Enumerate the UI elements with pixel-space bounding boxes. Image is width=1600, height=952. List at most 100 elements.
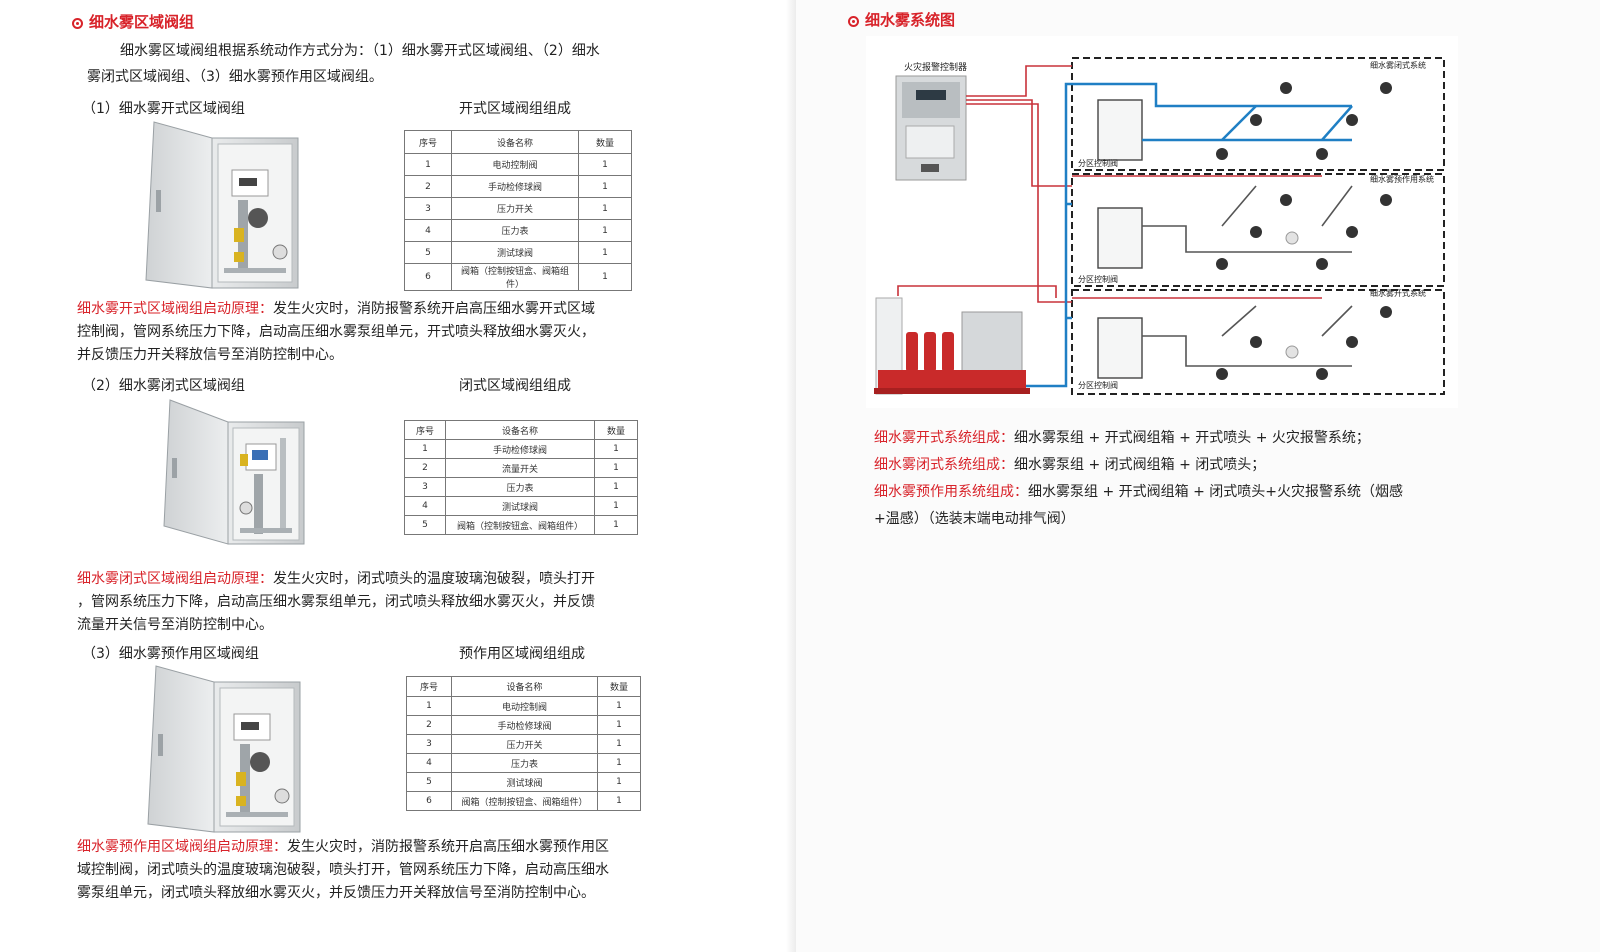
table-header: 序号 <box>406 676 452 697</box>
open-valve-cabinet-photo <box>145 121 299 289</box>
table-cell: 压力开关 <box>451 197 579 220</box>
principle-label: 细水雾闭式区域阀组启动原理： <box>77 571 273 587</box>
table-cell: 1 <box>578 153 632 176</box>
table-cell: 测试球阀 <box>445 496 595 516</box>
composition-line: 细水雾闭式系统组成：细水雾泵组 + 闭式阀组箱 + 闭式喷头； <box>874 452 1574 479</box>
closed-system-label: 细水雾闭式系统 <box>1370 60 1426 70</box>
circle-bullet-icon <box>848 16 859 27</box>
table-header: 设备名称 <box>451 130 579 154</box>
table-cell: 压力表 <box>451 753 598 773</box>
principle-text: 控制阀，管网系统压力下降，启动高压细水雾泵组单元，开式喷头释放细水雾灭火， <box>77 324 595 340</box>
zone-valve-label: 分区控制阀 <box>1078 274 1118 284</box>
table-cell: 2 <box>404 458 446 478</box>
composition-text: 细水雾泵组 + 开式阀组箱 + 开式喷头 + 火灾报警系统； <box>1014 430 1370 446</box>
table-cell: 1 <box>597 791 641 811</box>
table-cell: 手动检修球阀 <box>445 439 595 459</box>
zone-valve-label: 分区控制阀 <box>1078 158 1118 168</box>
system-diagram: 火灾报警控制器 分区控制阀 分区控制阀 分区控制阀 细水雾闭式系统 细水雾预作用… <box>866 36 1458 408</box>
table-cell: 手动检修球阀 <box>451 175 579 198</box>
left-page: 细水雾区域阀组 细水雾区域阀组根据系统动作方式分为：（1）细水雾开式区域阀组、（… <box>0 0 796 952</box>
group-2-heading: （2）细水雾闭式区域阀组 <box>82 378 245 394</box>
table-cell: 测试球阀 <box>451 241 579 264</box>
table-cell: 手动检修球阀 <box>451 715 598 735</box>
table-cell: 1 <box>594 515 638 535</box>
table-header: 序号 <box>404 420 446 440</box>
right-section-title-text: 细水雾系统图 <box>865 11 956 29</box>
composition-continuation: +温感）（选装末端电动排气阀） <box>874 511 1075 527</box>
system-compositions: 细水雾开式系统组成：细水雾泵组 + 开式阀组箱 + 开式喷头 + 火灾报警系统；… <box>874 425 1574 533</box>
table-cell: 阀箱（控制按钮盒、阀箱组件） <box>451 791 598 811</box>
left-section-title: 细水雾区域阀组 <box>72 11 194 32</box>
table-header: 数量 <box>578 130 632 154</box>
table-cell: 压力表 <box>445 477 595 497</box>
table-header: 序号 <box>404 130 452 154</box>
table-cell: 1 <box>594 477 638 497</box>
table-cell: 3 <box>404 197 452 220</box>
table-cell: 1 <box>578 241 632 264</box>
zone-valve-label: 分区控制阀 <box>1078 380 1118 390</box>
table-cell: 1 <box>597 753 641 773</box>
table-cell: 阀箱（控制按钮盒、阀箱组件） <box>451 263 579 291</box>
table-cell: 1 <box>578 175 632 198</box>
principle-text: 雾泵组单元，闭式喷头释放细水雾灭火，并反馈压力开关释放信号至消防控制中心。 <box>77 885 595 901</box>
table-cell: 1 <box>594 458 638 478</box>
table-cell: 3 <box>406 734 452 754</box>
table-cell: 流量开关 <box>445 458 595 478</box>
left-section-title-text: 细水雾区域阀组 <box>89 13 195 31</box>
table-cell: 4 <box>406 753 452 773</box>
group-2-table-title: 闭式区域阀组组成 <box>459 378 571 394</box>
principle-text: 流量开关信号至消防控制中心。 <box>77 617 273 633</box>
table-cell: 1 <box>597 715 641 735</box>
group-2-principle: 细水雾闭式区域阀组启动原理：发生火灾时，闭式喷头的温度玻璃泡破裂，喷头打开 ，管… <box>77 568 777 637</box>
system-diagram-drawing: 火灾报警控制器 分区控制阀 分区控制阀 分区控制阀 细水雾闭式系统 细水雾预作用… <box>866 36 1458 408</box>
right-page: 细水雾系统图 <box>796 0 1600 952</box>
table-header: 设备名称 <box>451 676 598 697</box>
table-cell: 电动控制阀 <box>451 153 579 176</box>
composition-label: 细水雾闭式系统组成： <box>874 457 1014 473</box>
table-cell: 阀箱（控制按钮盒、阀箱组件） <box>445 515 595 535</box>
principle-label: 细水雾开式区域阀组启动原理： <box>77 301 273 317</box>
table-cell: 3 <box>404 477 446 497</box>
table-cell: 1 <box>597 772 641 792</box>
group-1-heading: （1）细水雾开式区域阀组 <box>82 101 245 117</box>
table-cell: 6 <box>404 263 452 291</box>
table-cell: 1 <box>578 219 632 242</box>
principle-text: ，管网系统压力下降，启动高压细水雾泵组单元，闭式喷头释放细水雾灭火，并反馈 <box>77 594 595 610</box>
table-cell: 1 <box>597 696 641 716</box>
group-3-table-title: 预作用区域阀组组成 <box>459 646 585 662</box>
table-cell: 测试球阀 <box>451 772 598 792</box>
controller-label: 火灾报警控制器 <box>904 61 967 73</box>
composition-line: 细水雾开式系统组成：细水雾泵组 + 开式阀组箱 + 开式喷头 + 火灾报警系统； <box>874 425 1574 452</box>
group-3-principle: 细水雾预作用区域阀组启动原理：发生火灾时，消防报警系统开启高压细水雾预作用区 域… <box>77 836 777 905</box>
principle-text: 发生火灾时，消防报警系统开启高压细水雾预作用区 <box>287 839 609 855</box>
table-header: 设备名称 <box>445 420 595 440</box>
table-cell: 电动控制阀 <box>451 696 598 716</box>
circle-bullet-icon <box>72 18 83 29</box>
principle-text: 发生火灾时，闭式喷头的温度玻璃泡破裂，喷头打开 <box>273 571 595 587</box>
table-cell: 5 <box>406 772 452 792</box>
group-1-principle: 细水雾开式区域阀组启动原理：发生火灾时，消防报警系统开启高压细水雾开式区域 控制… <box>77 298 777 367</box>
principle-label: 细水雾预作用区域阀组启动原理： <box>77 839 287 855</box>
group-3-heading: （3）细水雾预作用区域阀组 <box>82 646 259 662</box>
table-cell: 1 <box>578 263 632 291</box>
intro-line-1: 细水雾区域阀组根据系统动作方式分为：（1）细水雾开式区域阀组、（2）细水 <box>120 43 600 59</box>
preaction-system-label: 细水雾预作用系统 <box>1370 174 1434 184</box>
table-cell: 1 <box>404 153 452 176</box>
table-cell: 5 <box>404 515 446 535</box>
